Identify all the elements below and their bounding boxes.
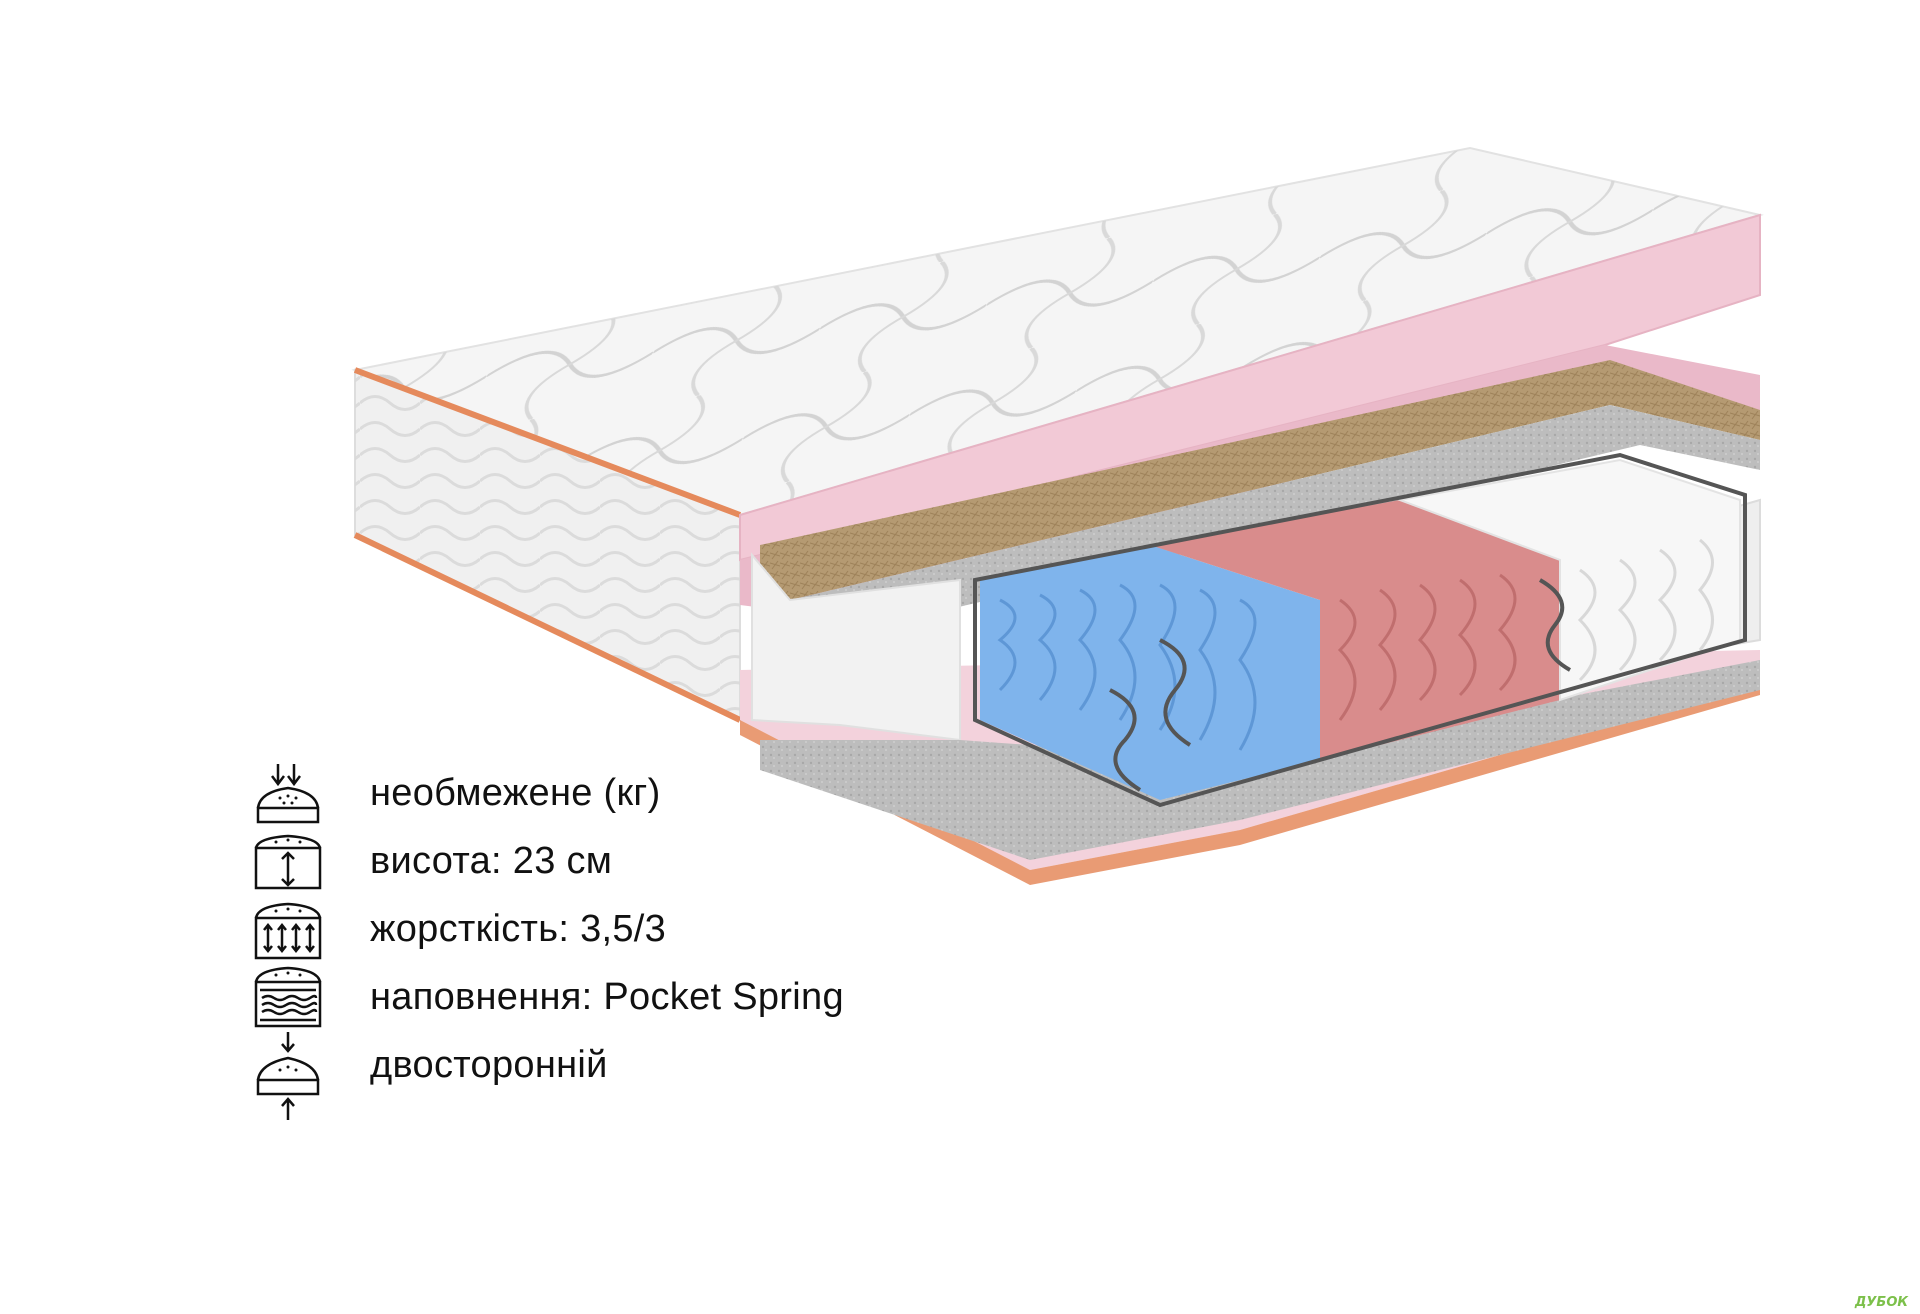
spec-row-height: висота: 23 см <box>250 828 1010 898</box>
spec-row-firmness: жорсткість: 3,5/3 <box>250 896 1010 966</box>
height-icon <box>254 834 322 890</box>
spec-row-weight: необмежене (кг) <box>250 760 1010 830</box>
spring-block-medium <box>1150 500 1560 760</box>
spec-text-height: висота: 23 см <box>370 840 613 882</box>
double-sided-icon <box>256 1032 320 1120</box>
spec-row-filling: наповнення: Pocket Spring <box>250 964 1010 1034</box>
coir-layer <box>760 360 1760 600</box>
weight-load-icon <box>256 764 320 824</box>
filling-icon <box>254 966 322 1028</box>
watermark-logo: ДУБОК <box>1854 1295 1908 1310</box>
firmness-icon <box>254 902 322 960</box>
spec-text-firmness: жорсткість: 3,5/3 <box>370 908 667 950</box>
spring-block-soft <box>980 545 1320 800</box>
spec-text-filling: наповнення: Pocket Spring <box>370 976 844 1018</box>
spec-text-double-sided: двосторонній <box>370 1044 608 1086</box>
spec-text-weight: необмежене (кг) <box>370 772 661 814</box>
spring-frame-wire <box>973 452 1747 808</box>
spec-row-double-sided: двосторонній <box>250 1032 1010 1122</box>
